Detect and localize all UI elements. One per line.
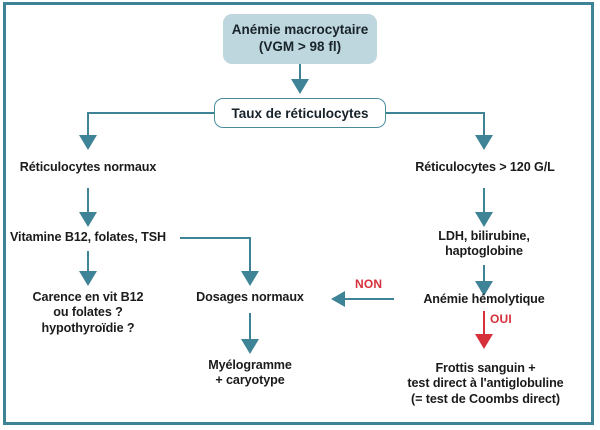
arrowhead-vitb12-to-carence [79, 271, 97, 286]
node-reticulocytes-sup-120: Réticulocytes > 120 G/L [415, 160, 555, 174]
node-carence-vit-b12: Carence en vit B12 ou folates ? hypothyr… [32, 290, 144, 335]
node-anemie-macrocytaire: Anémie macrocytaire (VGM > 98 fl) [223, 14, 377, 64]
connector-vitb12-to-dosages-v [249, 237, 251, 273]
arrowhead-right-branch [475, 135, 493, 150]
node-myelogramme-caryotype: Myélogramme + caryotype [208, 358, 292, 388]
connector-ldh-to-hemolytique [483, 265, 485, 284]
node-taux-de-reticulocytes-label: Taux de réticulocytes [231, 105, 369, 121]
arrowhead-reticnormaux-to-vitb12 [79, 212, 97, 227]
connector-oui-to-frottis [483, 311, 485, 336]
connector-decision-right [384, 112, 485, 114]
connector-vitb12-to-dosages-h [180, 237, 250, 239]
diagram-frame [3, 2, 594, 425]
arrowhead-to-dosages-normaux [241, 271, 259, 286]
connector-right-drop [483, 112, 485, 137]
edge-label-oui: OUI [490, 312, 512, 326]
edge-label-non: NON [355, 277, 383, 291]
node-anemie-macrocytaire-label: Anémie macrocytaire (VGM > 98 fl) [231, 22, 369, 54]
arrowhead-dosages-to-myelogramme [241, 339, 259, 354]
arrowhead-non-left [331, 291, 345, 307]
connector-non-to-dosages [344, 298, 394, 300]
arrowhead-retic120-to-ldh [475, 212, 493, 227]
connector-left-drop [87, 112, 89, 137]
arrowhead-ldh-to-hemolytique [475, 281, 493, 296]
arrowhead-top-to-decision [291, 79, 309, 94]
connector-reticnormaux-to-vitb12 [87, 188, 89, 214]
node-dosages-normaux: Dosages normaux [196, 290, 304, 304]
connector-retic120-to-ldh [483, 188, 485, 214]
node-taux-de-reticulocytes: Taux de réticulocytes [214, 98, 386, 128]
connector-vitb12-to-carence [87, 251, 89, 273]
node-frottis-sanguin: Frottis sanguin + test direct à l'antigl… [407, 361, 564, 406]
node-ldh-bilirubine-haptoglobine: LDH, bilirubine, haptoglobine [438, 229, 530, 259]
connector-top-to-decision [299, 64, 301, 82]
arrowhead-oui-down [475, 334, 493, 349]
connector-dosages-to-myelogramme [249, 313, 251, 341]
node-vitamine-b12-folates-tsh: Vitamine B12, folates, TSH [9, 230, 167, 244]
node-reticulocytes-normaux: Réticulocytes normaux [19, 160, 157, 174]
node-anemie-hemolytique: Anémie hémolytique [423, 292, 545, 306]
connector-decision-left [88, 112, 216, 114]
arrowhead-left-branch [79, 135, 97, 150]
